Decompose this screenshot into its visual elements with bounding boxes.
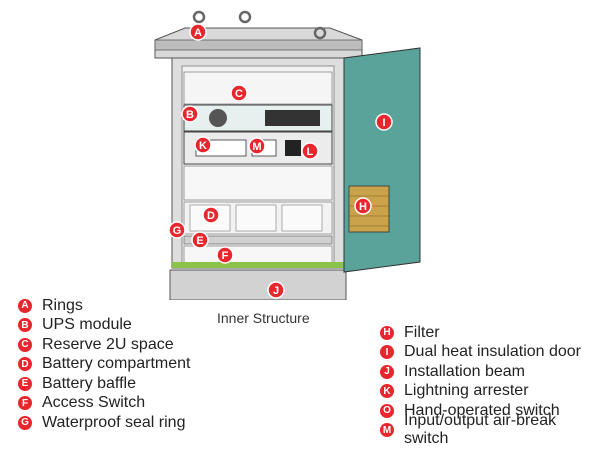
marker-k: K (194, 136, 212, 154)
svg-text:D: D (207, 210, 215, 222)
legend-badge: I (380, 345, 394, 360)
legend-label: Filter (404, 323, 440, 341)
legend-label: Hand-operated switch (404, 401, 560, 419)
legend-item: C Reserve 2U space (18, 335, 191, 355)
legend-item: M Input/output air-break switch (380, 412, 600, 447)
svg-text:G: G (173, 225, 182, 237)
legend-label: Dual heat insulation door (404, 343, 582, 361)
legend-label: UPS module (42, 316, 132, 334)
marker-h: H (354, 197, 372, 215)
legend-badge: M (380, 423, 394, 438)
marker-c: C (230, 84, 248, 102)
legend-label: Battery baffle (42, 374, 136, 392)
legend-item: J Installation beam (380, 362, 600, 382)
reserve-2u-space (183, 71, 333, 105)
installation-beam (169, 269, 347, 301)
legend-item: E Battery baffle (18, 374, 191, 394)
legend-badge: C (18, 337, 32, 352)
waterproof-seal-ring (172, 262, 344, 268)
legend-badge: J (380, 364, 394, 379)
svg-text:F: F (222, 250, 229, 262)
marker-i: I (375, 113, 393, 131)
svg-text:K: K (199, 140, 207, 152)
heat-insulation-door (343, 47, 421, 273)
legend-label: Rings (42, 296, 83, 314)
svg-text:B: B (186, 109, 194, 121)
legend-item: B UPS module (18, 316, 191, 336)
marker-l: L (301, 142, 319, 160)
legend-badge: A (18, 298, 32, 313)
marker-e: E (191, 231, 209, 249)
legend-badge: D (18, 357, 32, 372)
legend-badge: K (380, 384, 394, 399)
marker-d: D (202, 206, 220, 224)
ring-left (192, 10, 206, 24)
legend-label: Waterproof seal ring (42, 413, 186, 431)
legend-badge: E (18, 376, 32, 391)
marker-b: B (181, 105, 199, 123)
legend-item: H Filter (380, 323, 600, 343)
svg-text:C: C (235, 88, 243, 100)
legend-badge: H (380, 325, 394, 340)
ring-right (313, 26, 327, 40)
legend-item: K Lightning arrester (380, 382, 600, 402)
legend-label: Lightning arrester (404, 382, 529, 400)
svg-text:I: I (382, 117, 385, 129)
legend-item: G Waterproof seal ring (18, 413, 191, 433)
svg-text:E: E (196, 235, 203, 247)
legend-label: Input/output air-break switch (404, 412, 557, 448)
battery-baffle (183, 235, 333, 245)
legend-item: F Access Switch (18, 394, 191, 414)
legend-badge: O (380, 403, 394, 418)
diagram-caption: Inner Structure (217, 310, 310, 326)
marker-g: G (168, 221, 186, 239)
marker-a: A (189, 23, 207, 41)
svg-text:M: M (252, 141, 261, 153)
legend-badge: B (18, 318, 32, 333)
svg-text:L: L (307, 146, 314, 158)
legend-badge: F (18, 396, 32, 411)
legend-badge: G (18, 415, 32, 430)
cabinet-illustration: A B C D E F G H I J K M L (154, 10, 421, 301)
legend-item: D Battery compartment (18, 355, 191, 375)
legend-item: O Hand-operated switch (380, 401, 600, 421)
svg-text:H: H (359, 201, 367, 213)
marker-m: M (248, 137, 266, 155)
marker-f: F (216, 246, 234, 264)
marker-j: J (267, 281, 285, 299)
legend-item: A Rings (18, 296, 191, 316)
battery-rack (183, 165, 333, 201)
ring-mid (238, 10, 252, 24)
legend-item: I Dual heat insulation door (380, 343, 600, 363)
legend-label: Battery compartment (42, 355, 191, 373)
legend-label: Installation beam (404, 362, 525, 380)
svg-text:A: A (194, 27, 202, 39)
svg-text:J: J (273, 285, 279, 297)
legend-label: Reserve 2U space (42, 335, 174, 353)
legend-label: Access Switch (42, 394, 146, 412)
